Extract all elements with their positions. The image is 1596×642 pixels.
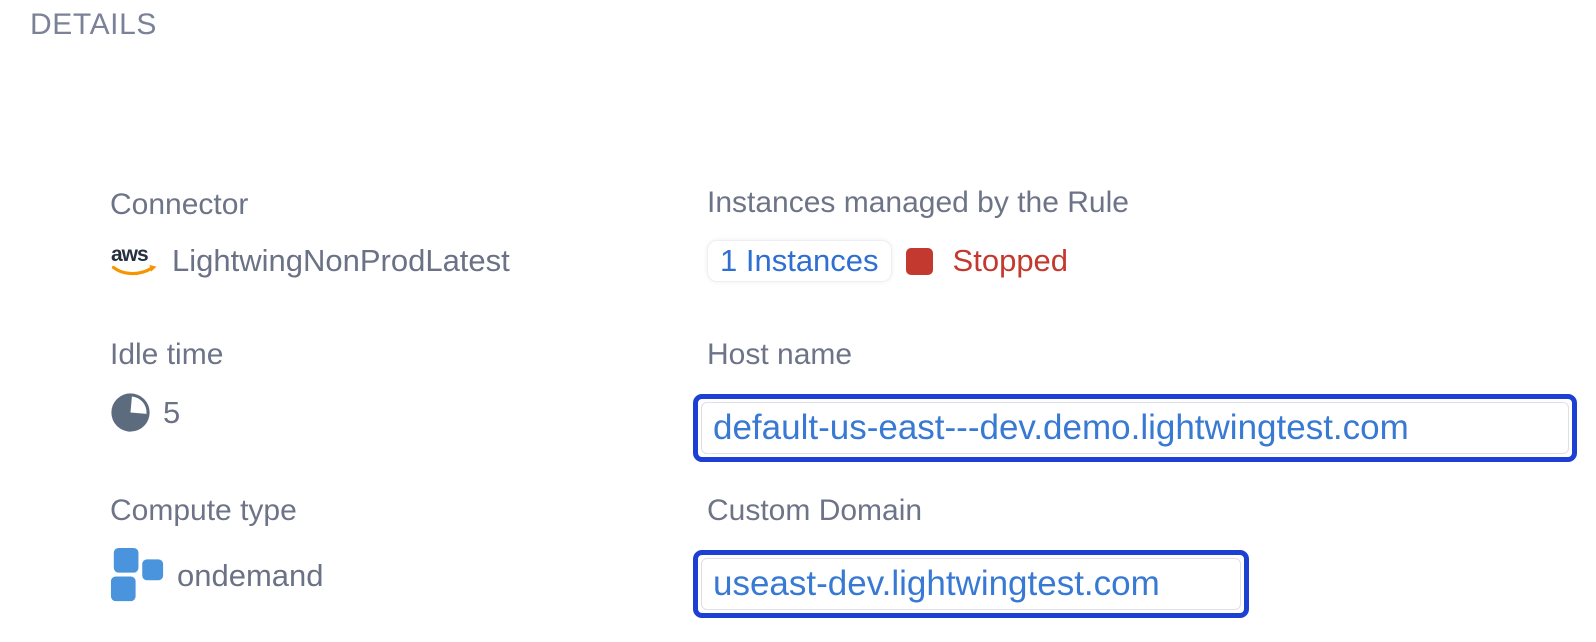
instances-count-link[interactable]: 1 Instances (707, 240, 892, 282)
host-name-box[interactable]: default-us-east---dev.demo.lightwingtest… (693, 394, 1577, 462)
pie-chart-icon (110, 392, 151, 433)
compute-type-value: ondemand (177, 557, 324, 593)
field-compute-type: Compute type ondemand (110, 492, 324, 603)
host-name-link[interactable]: default-us-east---dev.demo.lightwingtest… (713, 408, 1409, 447)
idle-time-label: Idle time (110, 338, 224, 371)
custom-domain-input[interactable]: useast-dev.lightwingtest.com (701, 558, 1241, 610)
field-host-name: Host name default-us-east---dev.demo.lig… (693, 336, 1577, 462)
aws-logo-icon: aws (110, 242, 160, 280)
connector-value: LightwingNonProdLatest (172, 243, 510, 278)
instances-value-row: 1 Instances Stopped (707, 240, 1129, 282)
custom-domain-link[interactable]: useast-dev.lightwingtest.com (713, 564, 1160, 603)
field-instances: Instances managed by the Rule 1 Instance… (707, 184, 1129, 282)
idle-time-value-row: 5 (110, 392, 223, 433)
compute-type-value-row: ondemand (110, 548, 324, 603)
field-idle-time: Idle time 5 (110, 336, 223, 433)
instances-status-text: Stopped (952, 243, 1069, 278)
custom-domain-label: Custom Domain (707, 494, 923, 527)
instances-label: Instances managed by the Rule (707, 186, 1129, 219)
field-custom-domain: Custom Domain useast-dev.lightwingtest.c… (693, 492, 1249, 618)
stopped-status-icon (905, 247, 933, 275)
custom-domain-box[interactable]: useast-dev.lightwingtest.com (693, 550, 1249, 618)
panel-title: DETAILS (30, 8, 158, 41)
compute-type-label: Compute type (110, 494, 297, 527)
host-name-label: Host name (707, 338, 853, 371)
blue-squares-icon (110, 548, 165, 603)
connector-label: Connector (110, 188, 249, 221)
field-connector: Connector aws LightwingNonProdLatest (110, 186, 510, 280)
svg-text:aws: aws (111, 243, 148, 266)
idle-time-value: 5 (163, 394, 181, 430)
connector-value-row: aws LightwingNonProdLatest (110, 242, 510, 280)
host-name-input[interactable]: default-us-east---dev.demo.lightwingtest… (701, 402, 1569, 454)
